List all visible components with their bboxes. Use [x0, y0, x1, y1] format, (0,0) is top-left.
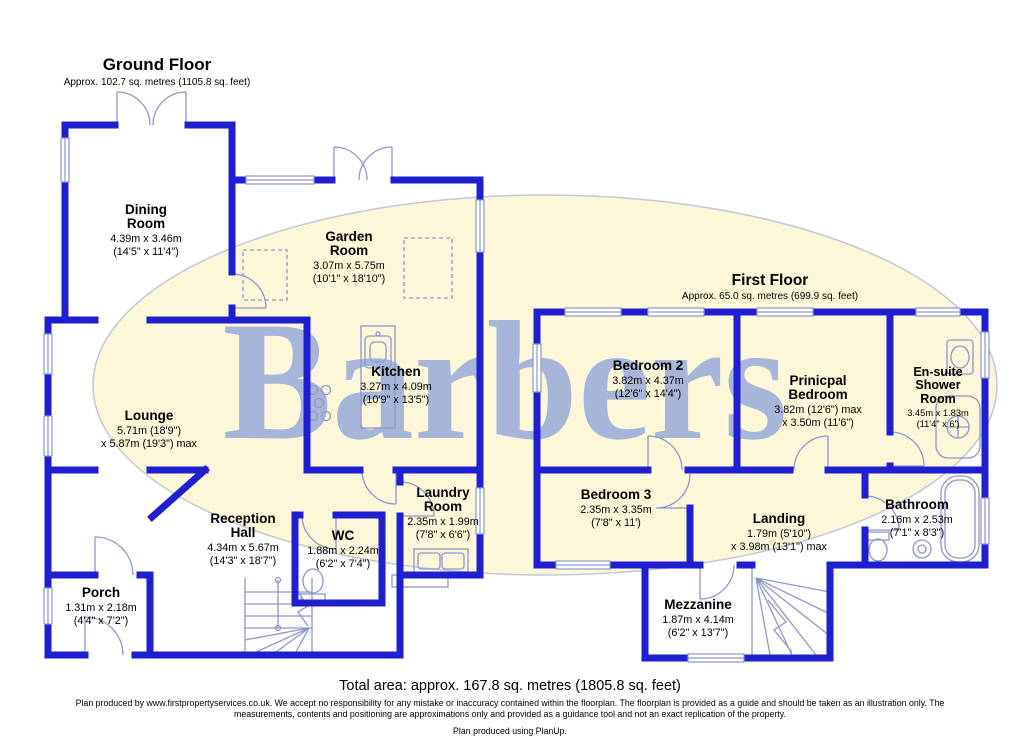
first-floor-plan: [532, 307, 990, 663]
room-label-wc: WC 1.88m x 2.24m (6'2" x 7'4"): [307, 528, 379, 570]
room-label-garden-room: Garden Room 3.07m x 5.75m (10'1" x 18'10…: [312, 229, 386, 286]
room-label-kitchen: Kitchen 3.27m x 4.09m (10'9" x 13'5"): [360, 364, 432, 406]
room-label-ensuite-shower-room: En-suite Shower Room 3.45m x 1.83m (11'4…: [907, 365, 969, 429]
toilet-icon: [300, 568, 326, 603]
first-floor-title: First Floor: [731, 272, 809, 289]
shower-icon: [935, 395, 981, 459]
room-label-lounge: Lounge 5.71m (18'9") x 5.87m (19'3") max: [101, 408, 197, 450]
watermark-ellipse: [92, 194, 998, 576]
room-label-dining-room: Dining Room 4.39m x 3.46m (14'5" x 11'4"…: [110, 202, 182, 259]
room-label-bedroom-2: Bedroom 2 3.82m x 4.37m (12'6" x 14'4"): [612, 358, 684, 400]
watermark-text: Barbers: [223, 287, 788, 475]
room-label-laundry-room: Laundry Room 2.35m x 1.99m (7'8" x 6'6"): [407, 485, 479, 542]
room-label-bedroom-3: Bedroom 3 2.35m x 3.35m (7'8" x 11'): [580, 487, 652, 529]
stairs-icon: [244, 578, 313, 653]
first-floor-heading: First Floor Approx. 65.0 sq. metres (699…: [682, 272, 858, 302]
ground-floor-walls: [44, 121, 484, 659]
stairs-icon: [751, 568, 831, 656]
kitchen-sink-icon: [360, 325, 396, 429]
first-floor-area: Approx. 65.0 sq. metres (699.9 sq. feet): [681, 291, 859, 303]
room-label-bathroom: Bathroom 2.16m x 2.53m (7'1" x 8'3"): [881, 497, 953, 539]
ensuite-sink-icon: [946, 339, 974, 375]
disclaimer-text: Plan produced by www.firstpropertyservic…: [75, 698, 945, 720]
produced-with-text: Plan produced using PlanUp.: [453, 726, 567, 736]
door-arcs: [84, 91, 435, 656]
room-label-reception-hall: Reception Hall 4.34m x 5.67m (14'3" x 18…: [207, 511, 279, 568]
bathroom-sink-icon: [912, 539, 932, 559]
total-area-text: Total area: approx. 167.8 sq. metres (18…: [339, 678, 681, 694]
laundry-sink-icon: [413, 548, 469, 574]
room-label-principal-bedroom: Prinicpal Bedroom 3.82m (12'6") max x 3.…: [774, 373, 862, 430]
ground-floor-area: Approx. 102.7 sq. metres (1105.8 sq. fee…: [63, 76, 251, 88]
room-label-porch: Porch 1.31m x 2.18m (4'4" x 7'2"): [65, 585, 137, 627]
room-label-mezzanine: Mezzanine 1.87m x 4.14m (6'2" x 13'7"): [662, 597, 734, 639]
room-label-landing: Landing 1.79m (5'10") x 3.98m (13'1") ma…: [731, 511, 827, 553]
ground-floor-title: Ground Floor: [102, 55, 212, 74]
ground-floor-windows: [43, 137, 485, 625]
garden-room-skylights: [242, 237, 453, 301]
watermark: Barbers: [92, 194, 998, 576]
first-floor-windows: [532, 307, 990, 663]
ground-floor-plan: [43, 91, 485, 659]
ground-floor-heading: Ground Floor Approx. 102.7 sq. metres (1…: [63, 55, 251, 88]
door-arcs: [647, 431, 925, 600]
